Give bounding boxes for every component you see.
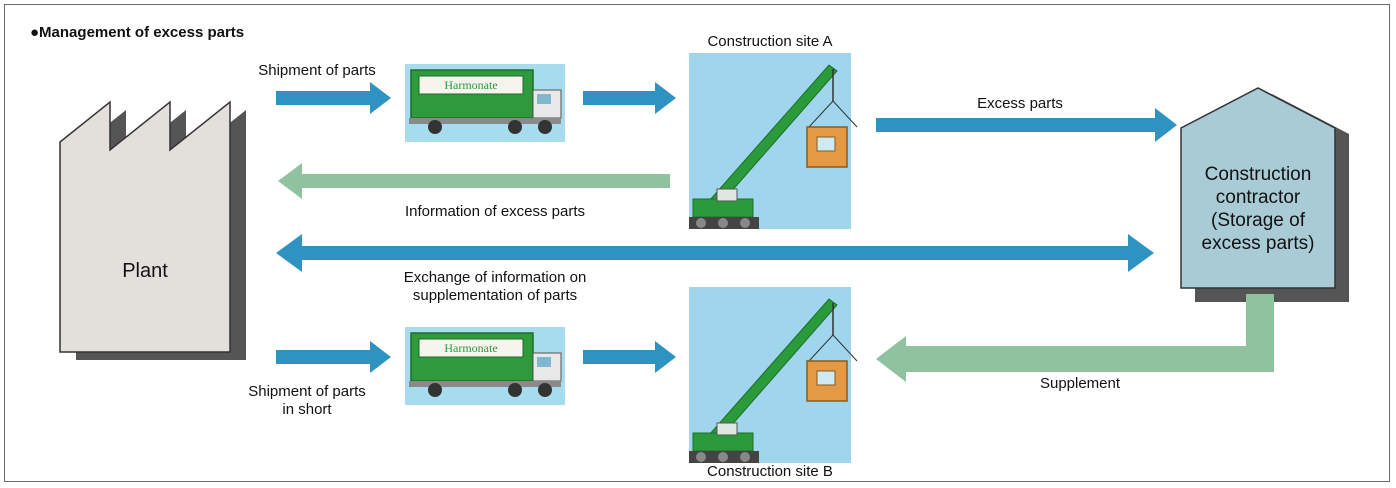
label-construction-site-b: Construction site B [707, 463, 833, 480]
contractor-node [1180, 87, 1349, 302]
diagram-title: ●Management of excess parts [30, 24, 245, 41]
arrow-site-a-to-contractor [876, 108, 1177, 142]
label-shipment-short-line1: Shipment of parts [248, 383, 366, 400]
label-shipment-short-line2: in short [282, 401, 332, 418]
arrow-truck-to-site-a [583, 82, 676, 114]
arrow-plant-to-truck-b [276, 341, 391, 373]
contractor-line-1: Construction [1204, 164, 1312, 185]
label-exchange-line1: Exchange of information on [403, 269, 587, 286]
contractor-line-4: excess parts) [1201, 233, 1315, 254]
arrow-truck-to-site-b [583, 341, 676, 373]
crane-picture-site-a [688, 52, 858, 230]
contractor-line-2: contractor [1215, 187, 1301, 208]
label-construction-site-a: Construction site A [707, 33, 833, 50]
label-exchange-line2: supplementation of parts [412, 287, 578, 304]
truck-picture-top [404, 63, 566, 143]
arrow-exchange-bidirectional [276, 234, 1154, 272]
arrow-supplement-to-site-b [876, 294, 1274, 382]
label-excess-parts: Excess parts [977, 95, 1063, 112]
arrow-info-excess-to-plant [278, 163, 670, 199]
diagram-frame [4, 4, 1390, 482]
contractor-label: Construction contractor (Storage of exce… [1181, 163, 1335, 255]
arrow-plant-to-truck-a [276, 82, 391, 114]
label-information-of-excess-parts: Information of excess parts [404, 203, 586, 220]
label-supplement: Supplement [1039, 375, 1121, 392]
crane-picture-site-b [688, 286, 858, 464]
plant-label: Plant [122, 260, 168, 282]
truck-picture-bottom [404, 326, 566, 406]
label-shipment-of-parts: Shipment of parts [258, 62, 376, 79]
plant-node [59, 100, 246, 360]
contractor-line-3: (Storage of [1211, 210, 1305, 231]
